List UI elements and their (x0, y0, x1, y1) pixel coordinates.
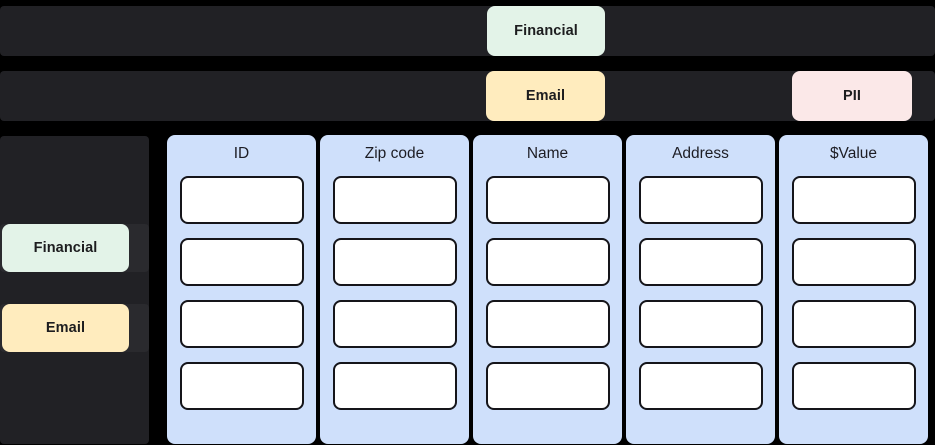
column-cells-id (167, 175, 316, 410)
table-cell[interactable] (791, 175, 916, 224)
column-cells-name (473, 175, 622, 410)
column-cells-zip-code (320, 175, 469, 410)
top-lane-financial-track (0, 6, 935, 56)
column-header-id: ID (233, 145, 250, 162)
table-cell[interactable] (638, 361, 763, 410)
table-column-address[interactable]: Address (626, 135, 775, 444)
table-cell[interactable] (791, 361, 916, 410)
table-cell[interactable] (179, 237, 304, 286)
sidebar-panel (0, 136, 149, 444)
column-header-value: $Value (829, 145, 878, 162)
column-header-zip-code: Zip code (364, 145, 425, 162)
table-cell[interactable] (485, 299, 610, 348)
column-cells-address (626, 175, 775, 410)
table-cell[interactable] (332, 361, 457, 410)
table-cell[interactable] (332, 175, 457, 224)
table-cell[interactable] (638, 237, 763, 286)
column-cells-value (779, 175, 928, 410)
column-header-address: Address (672, 145, 729, 162)
table-cell[interactable] (485, 361, 610, 410)
table-column-id[interactable]: ID (167, 135, 316, 444)
table-cell[interactable] (332, 299, 457, 348)
table-cell[interactable] (485, 237, 610, 286)
table-cell[interactable] (485, 175, 610, 224)
tag-email-top[interactable]: Email (486, 71, 605, 121)
table-column-value[interactable]: $Value (779, 135, 928, 444)
table-cell[interactable] (332, 237, 457, 286)
table-cell[interactable] (638, 299, 763, 348)
data-table: ID Zip code Name (167, 135, 928, 444)
sidebar-item-email[interactable]: Email (2, 304, 129, 352)
column-header-name: Name (526, 145, 569, 162)
table-cell[interactable] (791, 237, 916, 286)
top-lane-email-track (0, 71, 935, 121)
tag-financial-top[interactable]: Financial (487, 6, 605, 56)
table-column-zip-code[interactable]: Zip code (320, 135, 469, 444)
table-column-name[interactable]: Name (473, 135, 622, 444)
table-cell[interactable] (179, 361, 304, 410)
table-cell[interactable] (791, 299, 916, 348)
sidebar-item-financial[interactable]: Financial (2, 224, 129, 272)
table-cell[interactable] (179, 175, 304, 224)
tag-pii-top[interactable]: PII (792, 71, 912, 121)
table-cell[interactable] (179, 299, 304, 348)
table-cell[interactable] (638, 175, 763, 224)
